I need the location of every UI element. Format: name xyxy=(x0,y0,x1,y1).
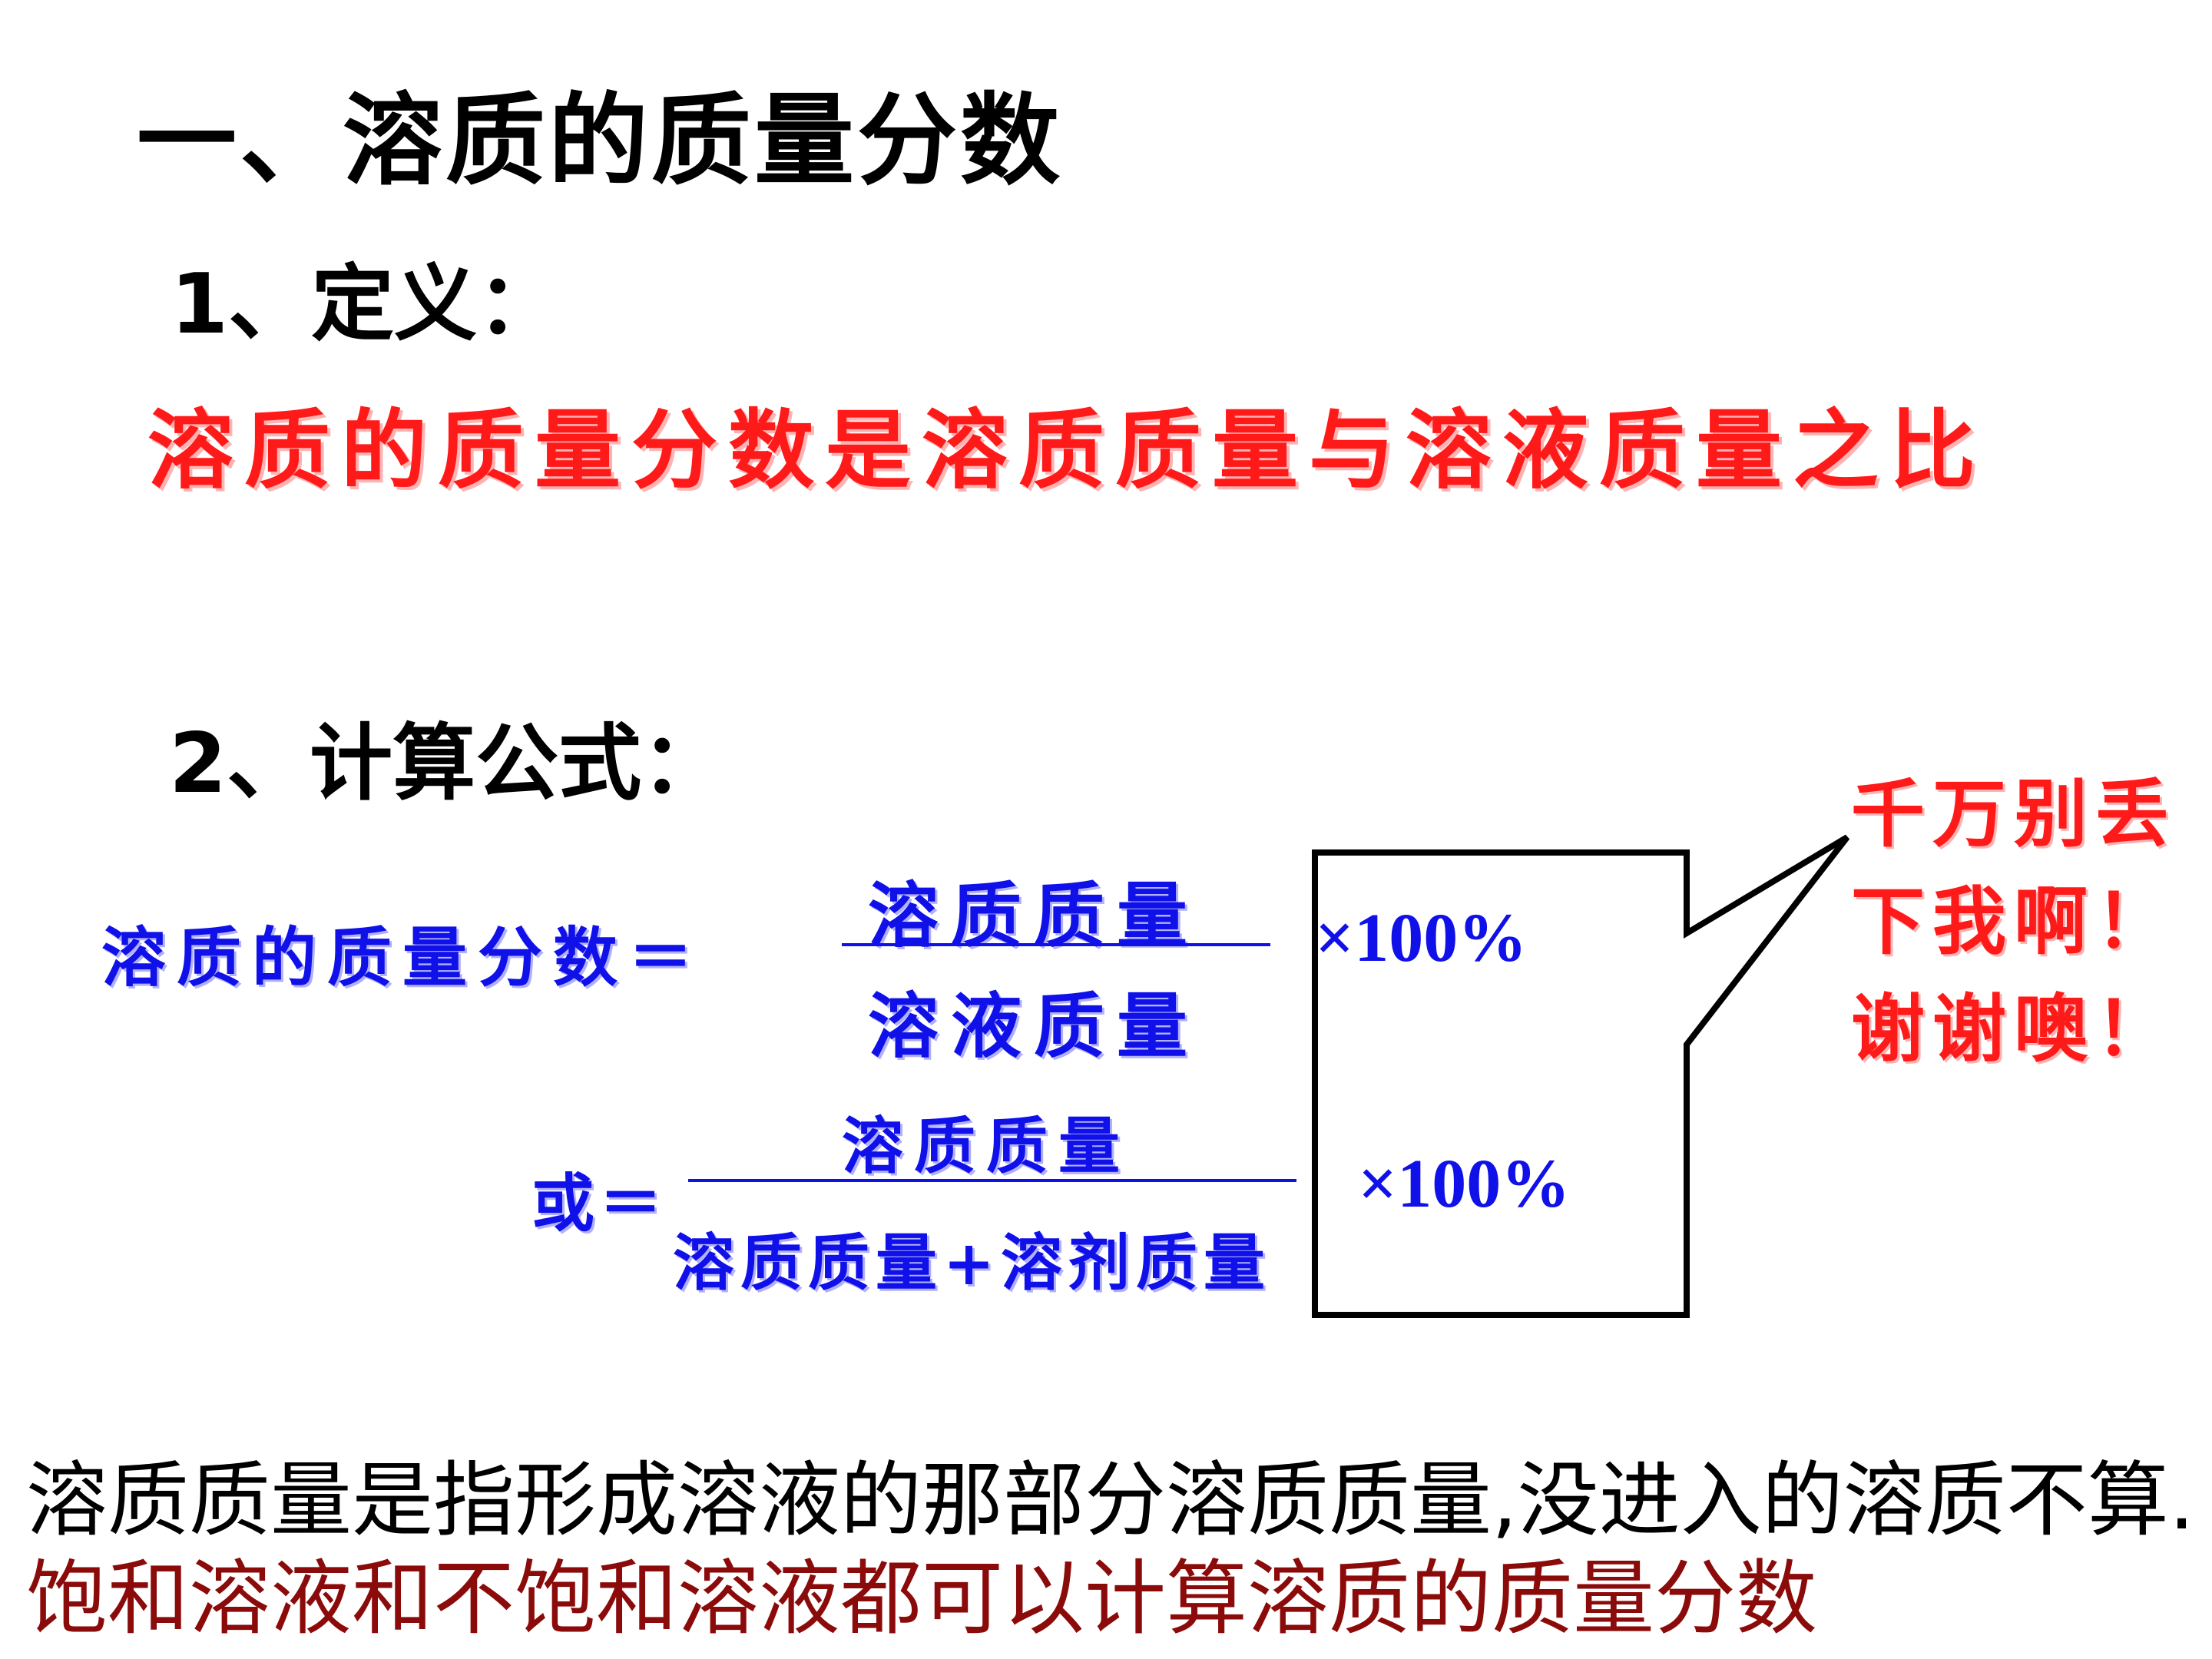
formula2-multiplier: ×100% xyxy=(1358,1146,1571,1222)
formula2-denominator: 溶质质量+溶剂质量 xyxy=(673,1227,1272,1299)
formula-heading: 2、计算公式： xyxy=(169,716,725,812)
formula2-numerator: 溶质质量 xyxy=(842,1110,1131,1182)
bottom-note-black: 溶质质量是指形成溶液的那部分溶质质量,没进入的溶质不算. xyxy=(26,1453,2195,1548)
formula1-multiplier: ×100% xyxy=(1315,900,1528,976)
formula1-fraction-bar xyxy=(842,943,1270,946)
formula2-lhs: 或＝ xyxy=(531,1167,667,1240)
callout-note: 千万别丢 下我啊！ 谢谢噢！ xyxy=(1851,760,2177,1083)
page-title: 一、溶质的质量分数 xyxy=(137,82,1064,199)
callout-line-1: 千万别丢 xyxy=(1851,770,2177,857)
formula1-denominator: 溶液质量 xyxy=(868,985,1200,1068)
callout-line-3: 谢谢噢！ xyxy=(1851,985,2177,1072)
callout-line-2: 下我啊！ xyxy=(1851,878,2177,965)
formula2-fraction-bar xyxy=(688,1179,1296,1182)
bottom-note: 溶质质量是指形成溶液的那部分溶质质量,没进入的溶质不算.饱和溶液和不饱和溶液都可… xyxy=(26,1452,2200,1648)
definition-text: 溶质的质量分数是溶质质量与溶液质量之比 xyxy=(147,400,1986,501)
formula1-lhs: 溶质的质量分数＝ xyxy=(101,919,704,995)
definition-heading: 1、定义： xyxy=(171,257,561,353)
bottom-note-red: 饱和溶液和不饱和溶液都可以计算溶质的质量分数 xyxy=(26,1551,1817,1646)
